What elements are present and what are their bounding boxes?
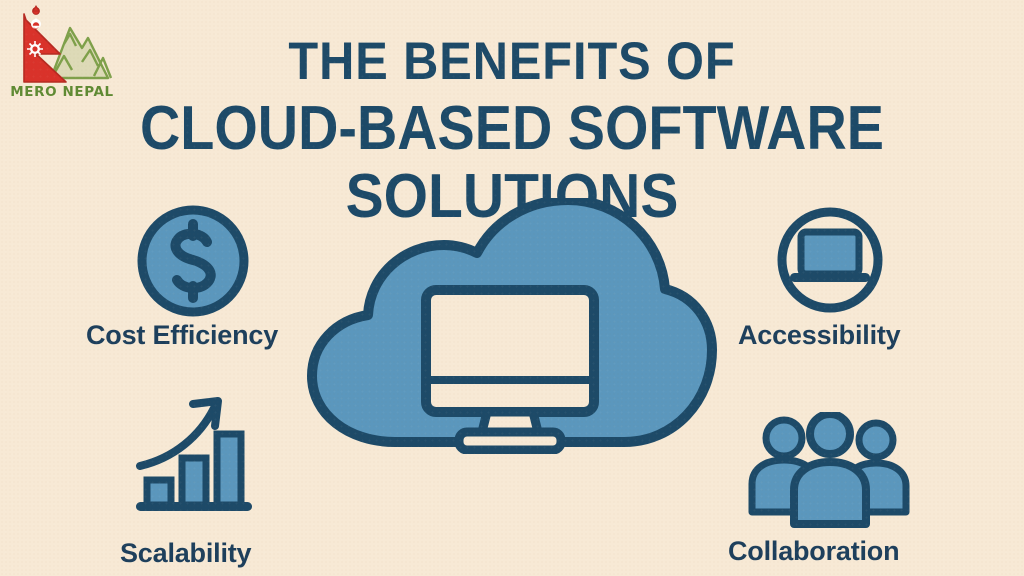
laptop-in-circle-icon bbox=[772, 204, 894, 320]
benefit-label-cost-efficiency: Cost Efficiency bbox=[86, 320, 279, 350]
nepal-flag-icon bbox=[23, 5, 67, 83]
growth-arrow bbox=[136, 397, 222, 470]
title-line-1: THE BENEFITS OF bbox=[288, 32, 736, 92]
three-people-group-icon bbox=[742, 412, 918, 532]
benefit-label-collaboration: Collaboration bbox=[728, 536, 900, 566]
flag-crest bbox=[32, 5, 40, 15]
growth-bar-chart-arrow-icon bbox=[130, 392, 260, 528]
cloud-with-monitor-icon bbox=[300, 198, 720, 454]
brand-logo: MERO NEPAL bbox=[8, 4, 116, 108]
benefit-label-accessibility: Accessibility bbox=[738, 320, 901, 350]
mountain-icon bbox=[49, 26, 113, 80]
sun-symbol bbox=[27, 41, 43, 57]
benefit-label-scalability: Scalability bbox=[120, 538, 252, 568]
monitor-shape bbox=[421, 285, 599, 454]
bar-chart bbox=[136, 430, 252, 511]
laptop-shape bbox=[790, 228, 870, 282]
person-center bbox=[790, 412, 870, 528]
dollar-coin-icon bbox=[132, 200, 254, 322]
logo-artwork bbox=[23, 5, 113, 83]
brand-name: MERO NEPAL bbox=[10, 84, 114, 100]
dollar-sign bbox=[170, 219, 216, 303]
title-line-2: CLOUD-BASED SOFTWARE bbox=[140, 94, 884, 164]
